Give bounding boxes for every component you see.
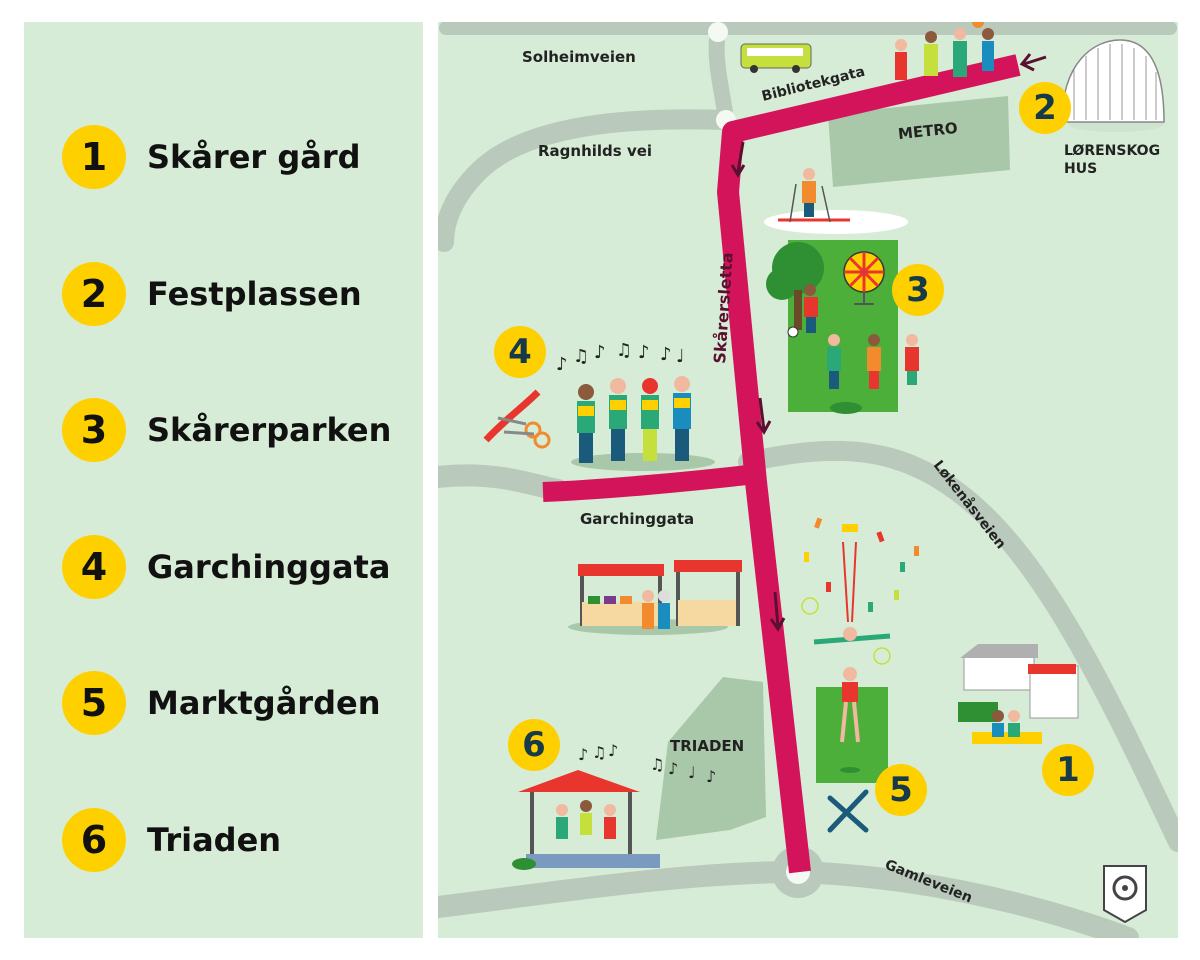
street-label-ragnhilds-vei: Ragnhilds vei <box>538 142 653 160</box>
map-marker-5[interactable]: 5 <box>875 764 927 816</box>
metro-building <box>828 96 1010 187</box>
event-map[interactable]: ♪♫♪ ♫♪♪♩ <box>438 22 1178 938</box>
music-notes-icon: ♪♫♪ ♫♪♪♩ <box>556 340 685 375</box>
arrow-icon <box>730 53 1047 632</box>
svg-text:♪: ♪ <box>578 745 588 764</box>
fork-knife-icon <box>827 789 869 833</box>
legend-number: 4 <box>62 535 126 599</box>
triaden-building <box>656 677 766 840</box>
place-label-lorenskog: LØRENSKOG <box>1064 143 1161 159</box>
music-notes-icon: ♪♫♪ ♫♪♩♪ <box>578 741 716 786</box>
map-marker-6[interactable]: 6 <box>508 719 560 771</box>
svg-text:♪: ♪ <box>608 741 618 760</box>
svg-text:♫: ♫ <box>592 743 606 762</box>
legend-item-2[interactable]: 2 Festplassen <box>62 262 362 326</box>
svg-text:♪: ♪ <box>556 354 568 375</box>
festplassen-crowd-icon <box>895 22 994 80</box>
bus-icon <box>740 43 812 73</box>
place-label-hus: HUS <box>1064 161 1098 177</box>
svg-text:♪: ♪ <box>594 342 606 363</box>
prize-wheel-icon <box>843 251 885 305</box>
children-playing-icon <box>787 284 919 414</box>
legend-item-4[interactable]: 4 Garchinggata <box>62 535 390 599</box>
svg-text:♪: ♪ <box>660 344 672 365</box>
legend-number: 1 <box>62 125 126 189</box>
marktgarden-area <box>816 687 888 783</box>
street-label-lokenasveien: Løkenåsveien <box>930 457 1010 552</box>
crest-icon <box>1103 865 1147 924</box>
lorenskog-hus-building <box>1061 39 1165 132</box>
map-marker-4[interactable]: 4 <box>494 326 546 378</box>
map-marker-2[interactable]: 2 <box>1019 82 1071 134</box>
market-stall-icon <box>568 560 742 635</box>
svg-text:♪: ♪ <box>706 767 716 786</box>
roundabout <box>708 22 728 42</box>
place-label-triaden: TRIADEN <box>670 737 745 755</box>
legend-label: Garchinggata <box>147 548 391 586</box>
legend-number: 6 <box>62 808 126 872</box>
stage-icon <box>512 770 660 870</box>
acrobat-icon <box>801 517 919 773</box>
farm-house-icon <box>958 644 1079 744</box>
svg-text:♩: ♩ <box>676 346 685 367</box>
legend-panel: 1 Skårer gård 2 Festplassen 3 Skårerpark… <box>24 22 423 938</box>
legend-label: Skårer gård <box>147 138 361 176</box>
legend-number: 3 <box>62 398 126 462</box>
map-marker-1[interactable]: 1 <box>1042 744 1094 796</box>
svg-text:♩: ♩ <box>688 763 696 782</box>
tree-icon <box>766 242 824 330</box>
legend-item-1[interactable]: 1 Skårer gård <box>62 125 361 189</box>
legend-item-5[interactable]: 5 Marktgården <box>62 671 380 735</box>
skier-icon <box>764 168 908 234</box>
festival-route <box>542 54 1021 874</box>
legend-label: Triaden <box>147 821 282 859</box>
legend-number: 5 <box>62 671 126 735</box>
legend-number: 2 <box>62 262 126 326</box>
svg-text:♪: ♪ <box>638 342 650 363</box>
svg-text:♫: ♫ <box>650 755 664 774</box>
legend-item-3[interactable]: 3 Skårerparken <box>62 398 391 462</box>
legend-label: Festplassen <box>147 275 362 313</box>
svg-text:♫: ♫ <box>616 340 632 361</box>
legend-label: Skårerparken <box>147 411 392 449</box>
street-label-garchinggata: Garchinggata <box>580 510 695 528</box>
svg-text:♪: ♪ <box>668 759 678 778</box>
svg-text:♫: ♫ <box>573 346 589 367</box>
choir-icon <box>571 376 715 471</box>
map-marker-3[interactable]: 3 <box>892 264 944 316</box>
legend-label: Marktgården <box>147 684 381 722</box>
scissors-icon <box>483 389 551 449</box>
street-label-solheimveien: Solheimveien <box>522 48 636 66</box>
map-graphics: ♪♫♪ ♫♪♪♩ <box>438 22 1178 938</box>
legend-item-6[interactable]: 6 Triaden <box>62 808 281 872</box>
